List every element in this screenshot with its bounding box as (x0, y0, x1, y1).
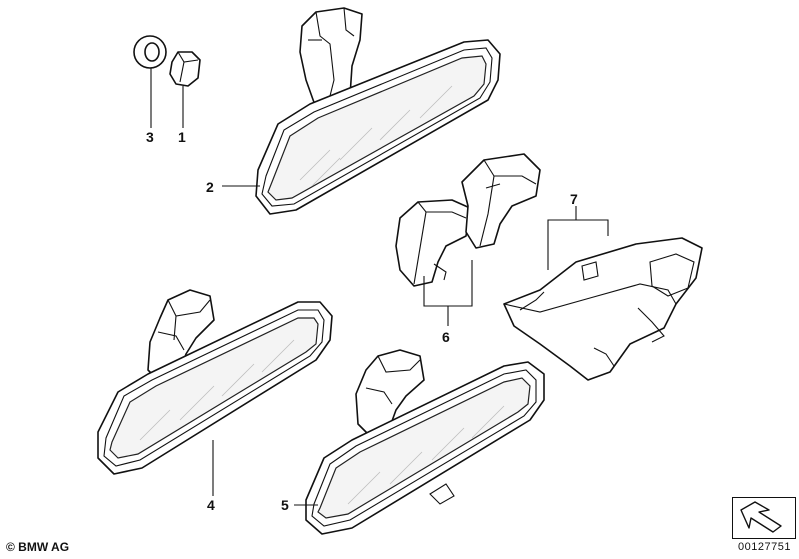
callout-6: 6 (442, 329, 450, 345)
brand-copyright: © BMW AG (6, 540, 70, 554)
callout-4: 4 (207, 497, 215, 513)
callout-2: 2 (206, 179, 214, 195)
part-5-mirror (305, 349, 545, 535)
callout-7: 7 (570, 191, 578, 207)
callout-1: 1 (178, 129, 186, 145)
callout-labels: 1 2 3 4 5 6 7 (146, 129, 578, 513)
leader-lines (150, 68, 609, 506)
part-7-shroud (503, 237, 703, 381)
part-1-cap (169, 51, 201, 87)
part-4-mirror (97, 289, 333, 475)
part-3-washer (133, 35, 167, 69)
document-number: 00127751 (738, 541, 791, 553)
part-2-mirror (255, 7, 501, 215)
callout-5: 5 (281, 497, 289, 513)
callout-3: 3 (146, 129, 154, 145)
part-6-cover (395, 153, 541, 287)
leader-7-bracket (547, 219, 609, 270)
arrow-corner-icon[interactable] (732, 497, 796, 539)
